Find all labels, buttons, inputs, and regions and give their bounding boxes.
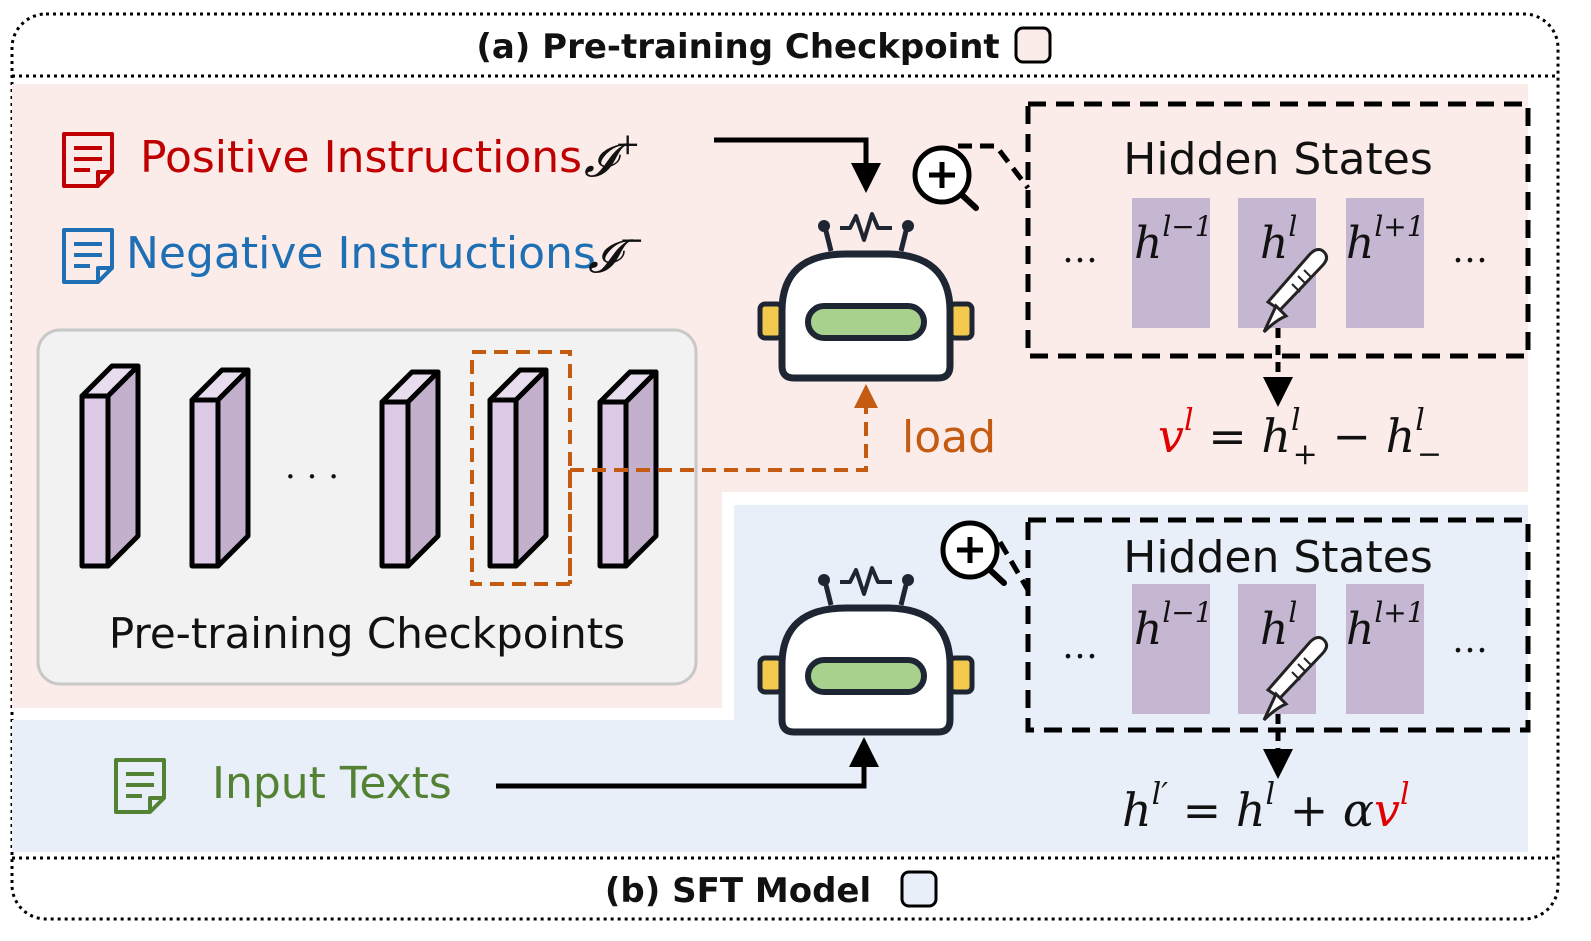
hidden-state-label: hl xyxy=(1260,596,1297,655)
zoom-connector xyxy=(958,143,1030,190)
hidden-states-title-bottom: Hidden States xyxy=(1123,532,1433,583)
hidden-states-ellipsis-left: … xyxy=(1062,230,1098,271)
instructions-arrow xyxy=(714,137,881,193)
hidden-state-cell xyxy=(1132,584,1210,714)
positive-instructions-label: Positive Instructions xyxy=(140,132,582,183)
hidden-states-box-top xyxy=(1025,101,1531,359)
hidden-state-label: hl+1 xyxy=(1346,596,1425,655)
zoom-in-icon xyxy=(940,520,1007,586)
zoom-connector xyxy=(997,540,1031,592)
hidden-states-ellipsis-right: … xyxy=(1452,620,1488,661)
hidden-state-cell xyxy=(1132,198,1210,328)
checkpoints-ellipsis: · · · xyxy=(285,457,339,497)
load-label: load xyxy=(902,412,996,463)
panel-b-legend-swatch xyxy=(900,870,938,908)
zoom-in-icon xyxy=(912,145,979,211)
panel-b-title: (b) SFT Model xyxy=(605,871,871,911)
checkpoint-slab xyxy=(79,363,141,569)
panel-a-title: (a) Pre-training Checkpoint xyxy=(476,27,999,67)
load-arrow xyxy=(570,384,878,472)
checkpoint-slabs xyxy=(79,363,659,569)
hidden-states-ellipsis-right: … xyxy=(1452,230,1488,271)
hidden-state-cell xyxy=(1346,198,1424,328)
input-texts-label: Input Texts xyxy=(212,758,452,809)
hidden-states-title-top: Hidden States xyxy=(1123,134,1433,185)
hidden-states-box-bottom xyxy=(1025,517,1531,733)
checkpoint-slab xyxy=(487,367,549,569)
selected-checkpoint-highlight xyxy=(470,350,572,586)
input-arrow xyxy=(496,737,879,789)
hidden-state-label: hl−1 xyxy=(1134,210,1213,269)
positive-symbol: 𝓘+ xyxy=(584,127,640,187)
checkpoint-slab xyxy=(189,367,251,569)
hidden-state-label: hl−1 xyxy=(1134,596,1213,655)
steered-hidden-state-equation: hl′ = hl + αvl xyxy=(1122,777,1410,837)
hidden-state-label: hl xyxy=(1260,210,1297,269)
panel-a-legend-swatch xyxy=(1014,26,1052,64)
negative-instructions-label: Negative Instructions xyxy=(126,228,596,279)
checkpoint-slab xyxy=(597,369,659,569)
hidden-state-label: hl+1 xyxy=(1346,210,1425,269)
steering-vector-equation: vl = hl+ − hl− xyxy=(1158,403,1442,472)
checkpoints-label: Pre-training Checkpoints xyxy=(109,609,625,658)
hidden-states-ellipsis-left: … xyxy=(1062,626,1098,667)
hidden-state-cell xyxy=(1346,584,1424,714)
checkpoint-slab xyxy=(379,369,441,569)
